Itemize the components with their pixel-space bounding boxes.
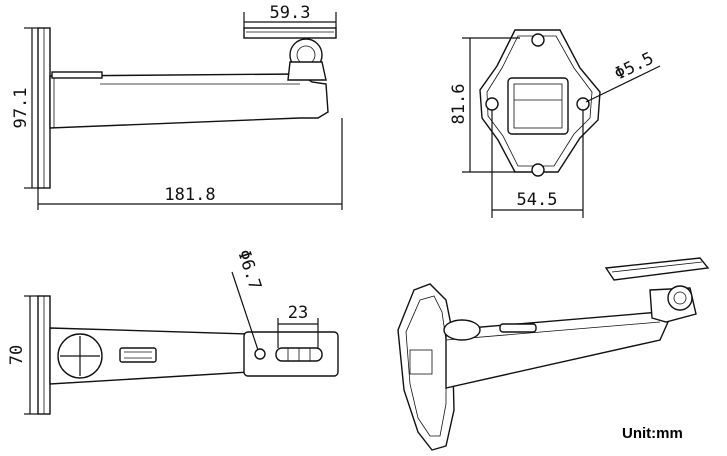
plate-hole-right xyxy=(576,97,590,111)
iso-arm xyxy=(445,311,669,389)
bottom-view: 70 23 Φ6.7 xyxy=(7,247,339,415)
plate-hole-bottom xyxy=(531,163,545,177)
dim-bottom-height: 70 xyxy=(7,345,27,365)
plate-hole-top xyxy=(531,33,545,47)
dim-bottom-hole: Φ6.7 xyxy=(233,247,265,292)
plate-hole-left xyxy=(485,97,499,111)
iso-top-plate xyxy=(604,257,710,281)
iso-wall-plate xyxy=(397,283,455,451)
dim-plate-height: 81.6 xyxy=(449,84,469,125)
dim-side-top-width: 59.3 xyxy=(270,3,311,23)
dim-side-length: 181.8 xyxy=(164,185,215,205)
plate-view: 81.6 54.5 Φ5.5 xyxy=(449,29,661,218)
dim-plate-width: 54.5 xyxy=(517,190,558,210)
bottom-label-tag xyxy=(119,347,157,363)
plate-socket xyxy=(507,77,569,135)
dim-side-height: 97.1 xyxy=(11,88,31,129)
side-arm xyxy=(49,73,329,129)
isometric-view xyxy=(397,257,710,451)
iso-label-tag xyxy=(499,323,537,333)
bottom-screw-hole xyxy=(254,348,266,360)
iso-joint xyxy=(667,285,693,311)
side-view: 59.3 97.1 181.8 xyxy=(11,3,343,210)
dim-bottom-slot: 23 xyxy=(288,303,308,323)
side-top-plate xyxy=(243,27,337,39)
unit-label: Unit:mm xyxy=(622,425,683,442)
iso-collar xyxy=(443,319,481,341)
